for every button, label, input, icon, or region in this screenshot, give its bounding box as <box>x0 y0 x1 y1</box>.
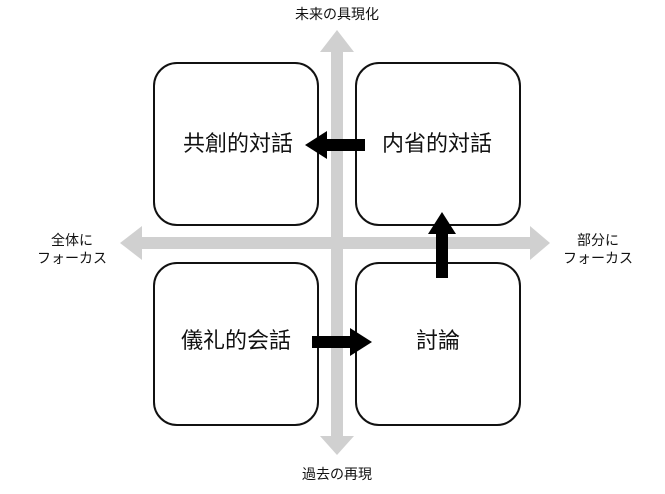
quadrant-label-bottom-right: 討論 <box>415 329 461 354</box>
axis-label-left-line1: 全体に <box>51 233 93 249</box>
arrow-ritual-to-debate <box>312 328 372 356</box>
axis-label-left: 全体に フォーカス <box>22 232 122 268</box>
quadrant-box-top-right <box>355 62 521 226</box>
axis-down-arrowhead <box>320 436 354 455</box>
axis-label-left-line2: フォーカス <box>37 251 107 267</box>
quadrant-box-bottom-left <box>153 262 319 426</box>
axis-label-right-line1: 部分に <box>577 233 619 249</box>
axis-right-arrowhead <box>530 226 550 260</box>
horizontal-axis <box>140 237 533 249</box>
quadrant-label-bottom-left: 儀礼的会話 <box>180 329 292 354</box>
axis-label-top: 未来の具現化 <box>295 7 379 23</box>
axis-label-bottom: 過去の再現 <box>302 467 372 483</box>
arrow-debate-to-reflective <box>428 212 456 278</box>
arrow-reflective-to-cocreative <box>305 131 365 159</box>
quadrant-label-top-left: 共創的対話 <box>182 132 294 157</box>
quadrant-label-top-right: 内省的対話 <box>381 132 493 157</box>
quadrant-box-top-left <box>153 62 319 226</box>
axis-left-arrowhead <box>120 226 142 260</box>
axis-label-right-line2: フォーカス <box>563 251 633 267</box>
axis-up-arrowhead <box>320 30 354 52</box>
axis-label-right: 部分に フォーカス <box>548 232 648 268</box>
